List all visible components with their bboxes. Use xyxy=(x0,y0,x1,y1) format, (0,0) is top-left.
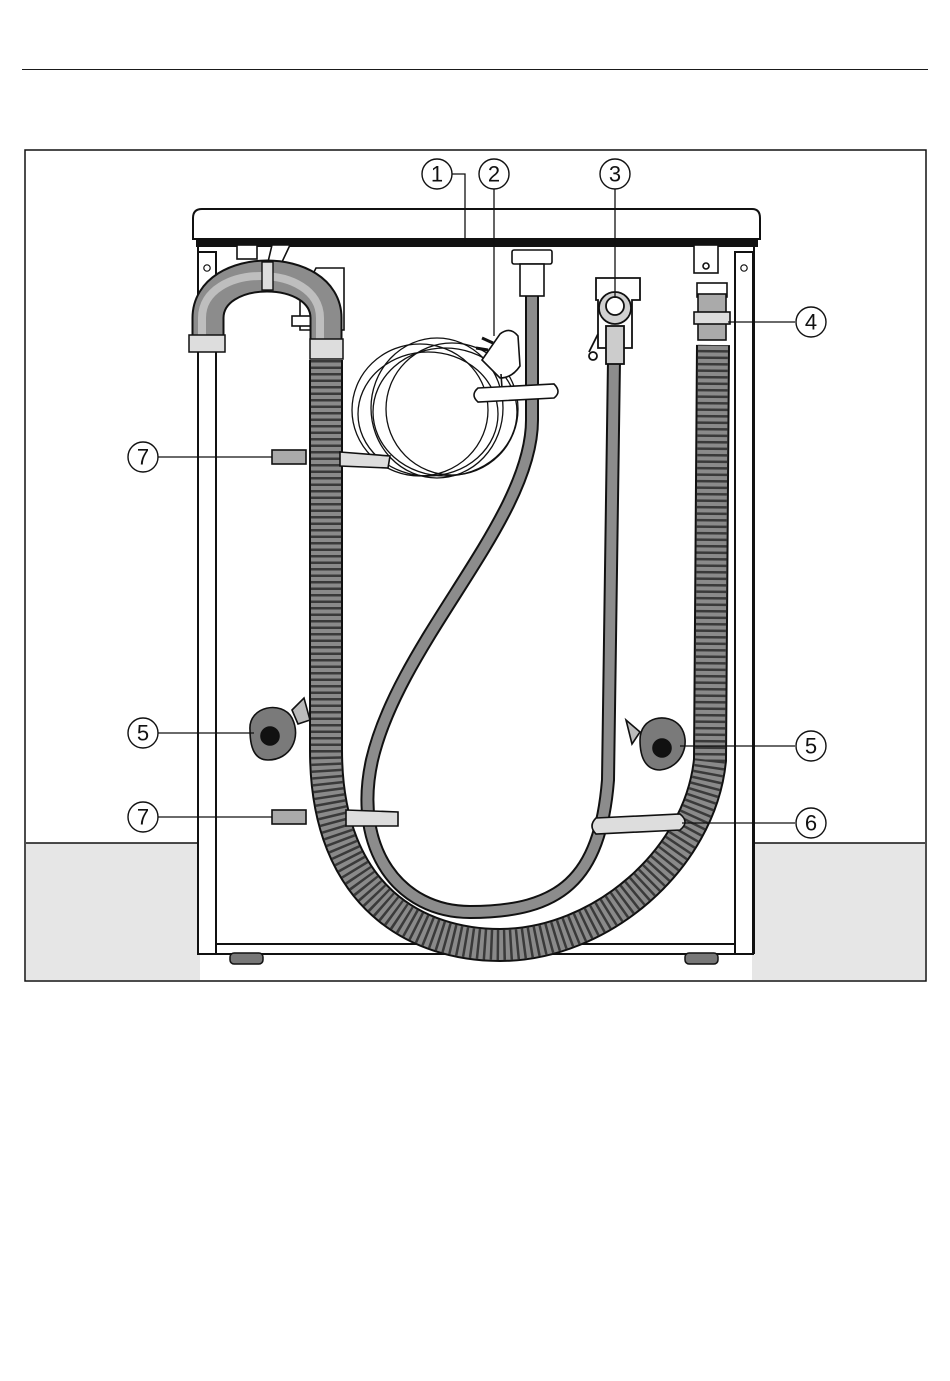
worktop-lid xyxy=(193,209,760,247)
callout-label-5-right: 5 xyxy=(805,734,817,759)
hose-clip-6 xyxy=(592,814,685,834)
callout-label-7-top: 7 xyxy=(137,445,149,470)
callout-3: 3 xyxy=(600,159,630,189)
callout-label-5-left: 5 xyxy=(137,721,149,746)
callout-7-bottom: 7 xyxy=(128,802,158,832)
callout-label-6: 6 xyxy=(805,811,817,836)
callout-5-right: 5 xyxy=(796,731,826,761)
callout-7-top: 7 xyxy=(128,442,158,472)
callout-label-1: 1 xyxy=(431,162,443,187)
callout-5-left: 5 xyxy=(128,718,158,748)
callout-label-4: 4 xyxy=(805,310,817,335)
callout-1: 1 xyxy=(422,159,452,189)
callout-2: 2 xyxy=(479,159,509,189)
callout-4: 4 xyxy=(796,307,826,337)
callout-label-2: 2 xyxy=(488,162,500,187)
callout-6: 6 xyxy=(796,808,826,838)
callout-label-7-bottom: 7 xyxy=(137,805,149,830)
hose-connector-4 xyxy=(694,283,730,340)
callout-label-3: 3 xyxy=(609,162,621,187)
